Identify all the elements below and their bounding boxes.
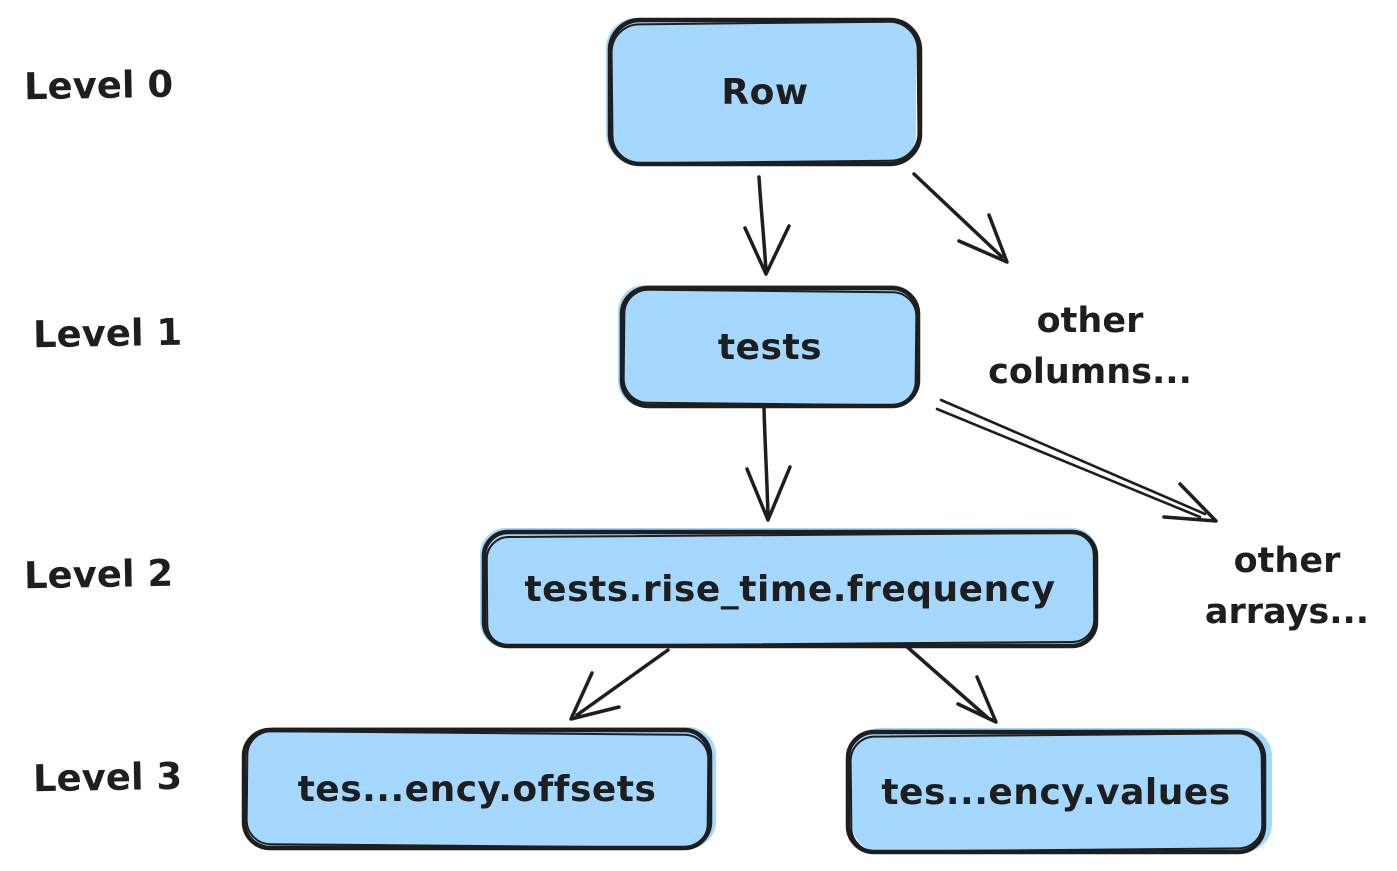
node-tests-label: tests: [717, 326, 823, 368]
arrow-tests-to-frequency: [745, 406, 792, 522]
level-label-0: Level 0: [23, 62, 174, 109]
arrow-row-to-tests: [743, 175, 791, 276]
level-label-3: Level 3: [32, 754, 183, 801]
annotation-other-columns: other columns...: [975, 296, 1205, 398]
node-offsets-shape: [241, 727, 716, 851]
annotation-other-columns-line1: other: [1036, 301, 1144, 341]
node-frequency-shape: [480, 528, 1099, 649]
node-row-shape: [606, 17, 923, 167]
annotation-other-columns-line2: columns...: [988, 352, 1192, 392]
node-row-label: Row: [721, 71, 809, 113]
level-label-2: Level 2: [23, 551, 174, 598]
node-frequency-label: tests.rise_time.frequency: [524, 568, 1056, 610]
annotation-other-arrays: other arrays...: [1177, 536, 1397, 638]
node-values-shape: [845, 728, 1272, 855]
arrow-row-to-other-columns: [912, 172, 1009, 264]
level-label-1: Level 1: [32, 310, 183, 357]
node-tests-shape: [618, 285, 921, 409]
annotation-other-arrays-line2: arrays...: [1204, 592, 1370, 632]
arrow-frequency-to-values: [903, 643, 998, 724]
arrow-tests-to-other-arrays: [935, 398, 1218, 523]
annotation-other-arrays-line1: other: [1233, 541, 1341, 581]
arrow-frequency-to-offsets: [569, 648, 670, 721]
node-values-label: tes...ency.values: [881, 771, 1231, 813]
node-offsets-label: tes...ency.offsets: [297, 768, 657, 810]
